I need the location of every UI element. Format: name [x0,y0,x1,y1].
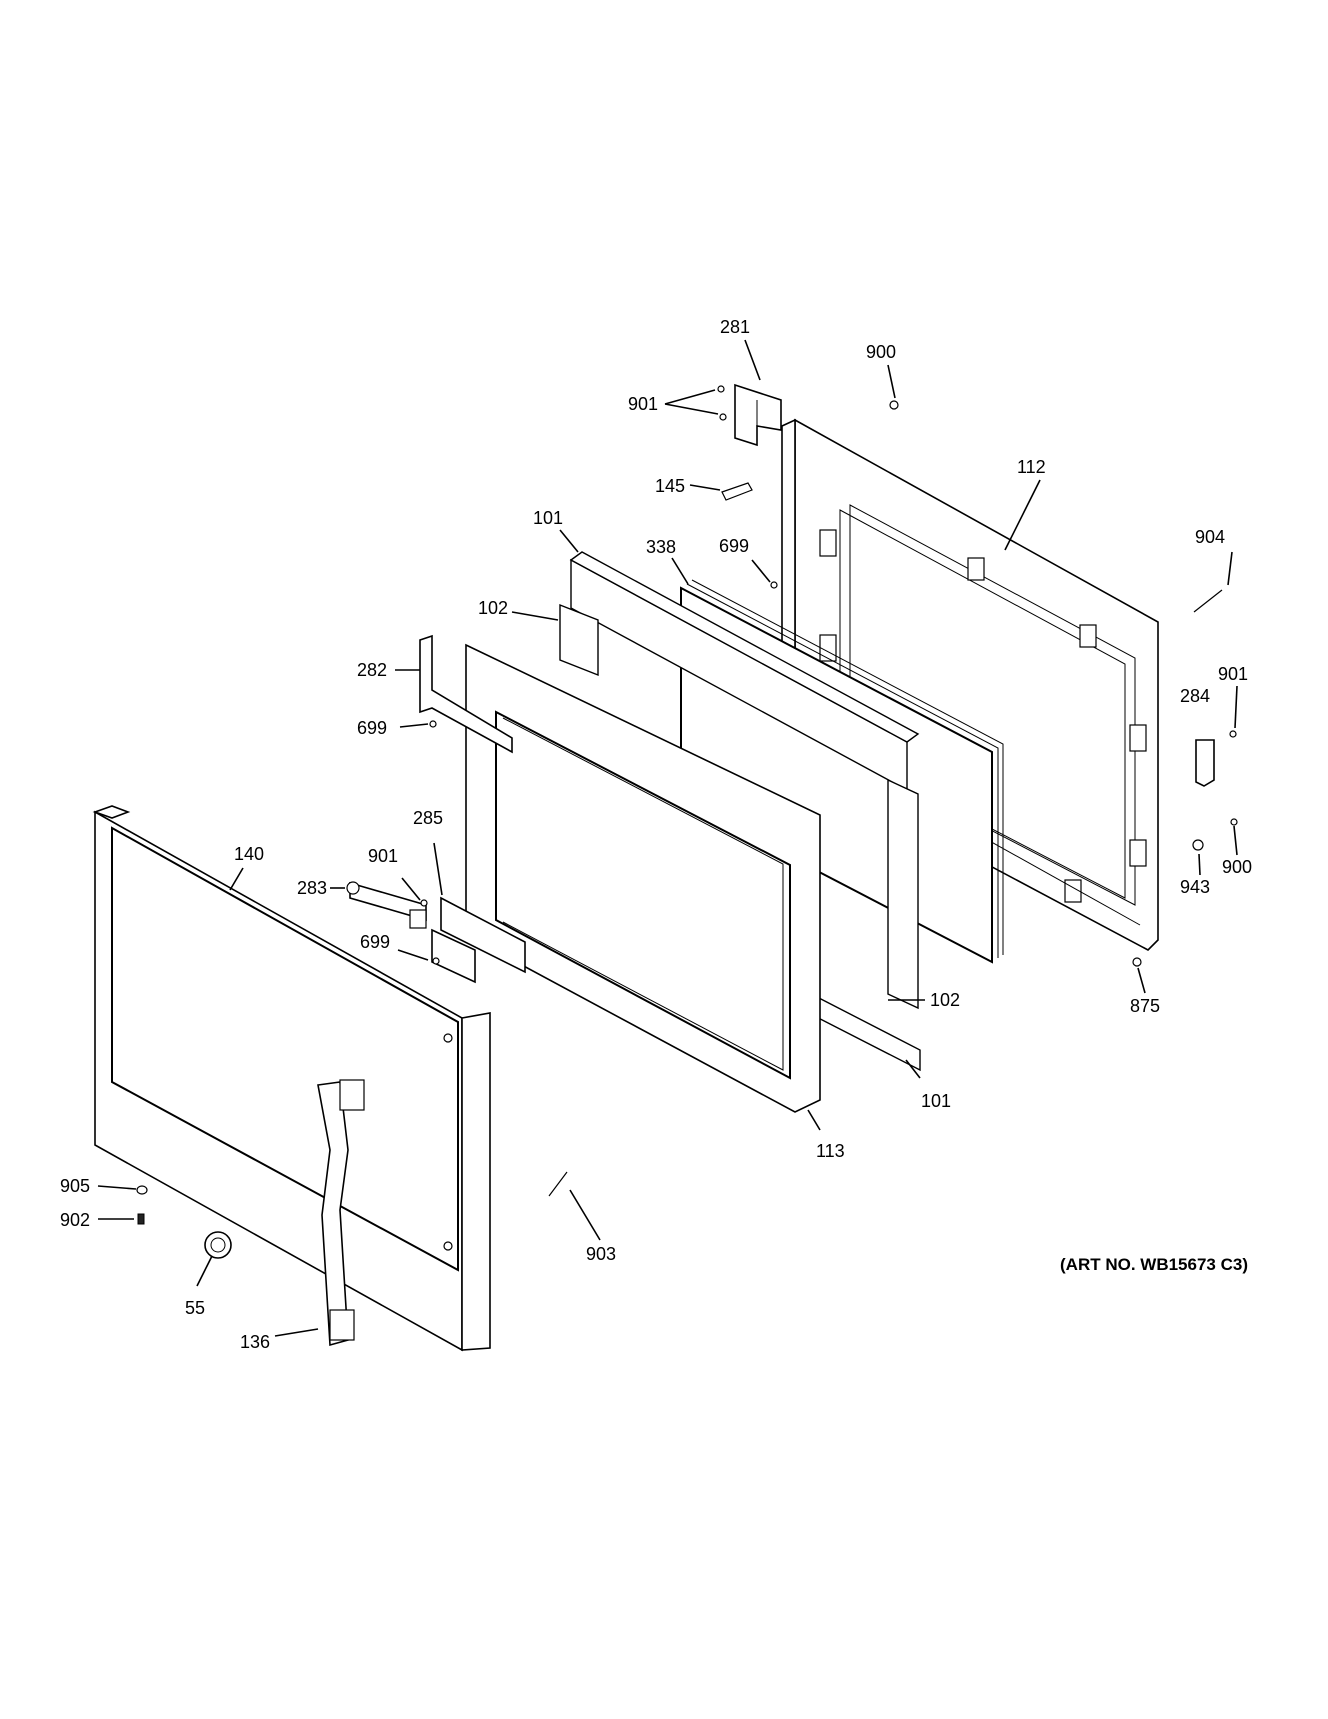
callout-338: 338 [646,537,676,557]
hinge-283 [346,881,427,929]
callout-943: 943 [1180,877,1210,897]
callout-901: 901 [1218,664,1248,684]
callout-283: 283 [297,878,327,898]
callout-699: 699 [357,718,387,738]
leader-lines [97,339,1238,1337]
bracket-145 [721,482,753,501]
callout-699: 699 [360,932,390,952]
hinge-receptacle-284 [1195,739,1215,787]
callout-905: 905 [60,1176,90,1196]
callout-699: 699 [719,536,749,556]
hinge-bracket-285 [431,896,526,984]
callout-136: 136 [240,1332,270,1352]
callout-113: 113 [816,1141,845,1161]
inner-door-liner-112 [781,418,1159,951]
callout-901: 901 [628,394,658,414]
door-handle-136 [317,1079,365,1347]
callout-labels: 281 900 901 112 145 101 338 699 904 102 … [60,317,1252,1352]
callout-102: 102 [478,598,508,618]
callout-875: 875 [1130,996,1160,1016]
screws [136,385,1238,1225]
callout-282: 282 [357,660,387,680]
art-number: (ART NO. WB15673 C3) [1060,1255,1248,1274]
callout-284: 284 [1180,686,1210,706]
callout-900: 900 [866,342,896,362]
callout-140: 140 [234,844,264,864]
callout-102: 102 [930,990,960,1010]
callout-101: 101 [533,508,563,528]
callout-145: 145 [655,476,685,496]
callout-904: 904 [1195,527,1225,547]
callout-902: 902 [60,1210,90,1230]
callout-101: 101 [921,1091,951,1111]
hinge-bracket-281 [734,383,782,447]
callout-281: 281 [720,317,750,337]
callout-285: 285 [413,808,443,828]
outer-door-panel-140 [92,805,491,1352]
callout-901: 901 [368,846,398,866]
callout-903: 903 [586,1244,616,1264]
door-frame-113 [465,643,821,1113]
callout-900: 900 [1222,857,1252,877]
badge-55 [204,1231,232,1259]
callout-55: 55 [185,1298,205,1318]
callout-112: 112 [1017,457,1046,477]
hinge-bracket-282 [419,634,513,754]
